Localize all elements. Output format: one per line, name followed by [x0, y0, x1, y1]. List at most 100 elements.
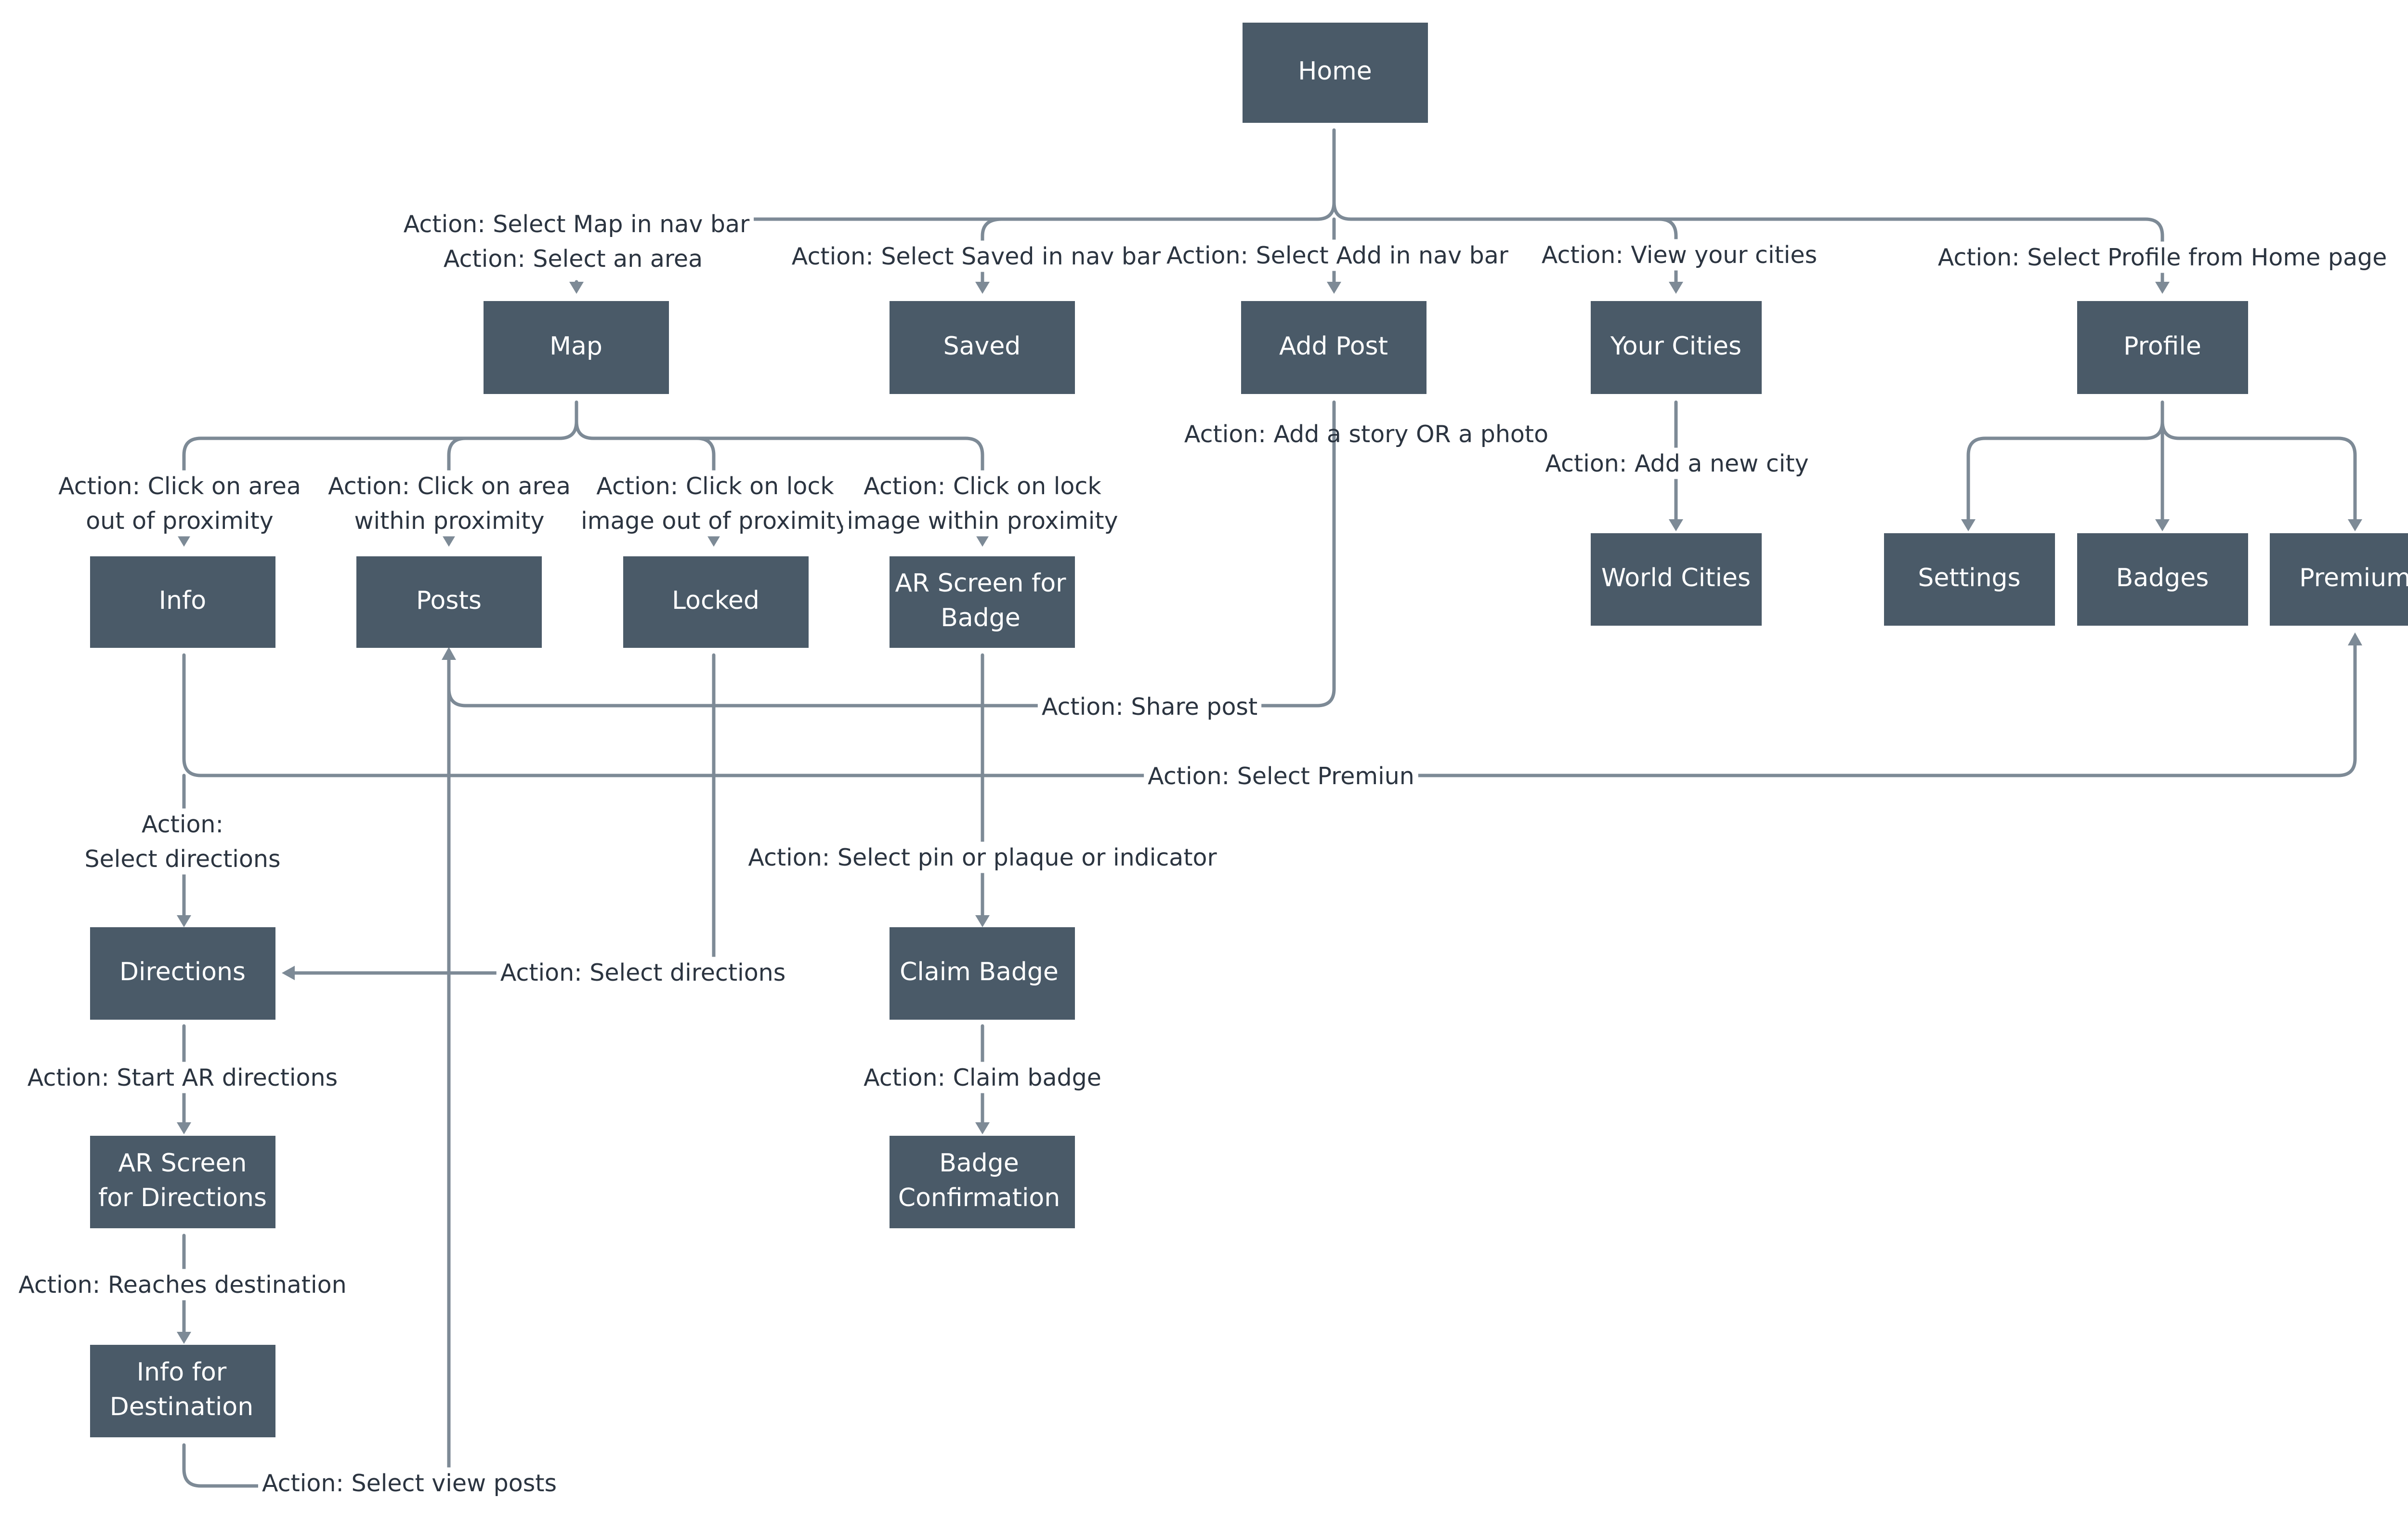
label-add-city: Action: Add a new city: [1545, 450, 1808, 477]
node-settings-box: [1884, 533, 2055, 626]
label-background: [80, 808, 285, 875]
node-home[interactable]: Home: [1243, 23, 1428, 123]
connector-map-trunk: [182, 400, 578, 537]
node-saved[interactable]: Saved: [890, 301, 1075, 394]
text-line: image within proximity: [847, 507, 1118, 535]
text-line: Action: Reaches destination: [18, 1271, 346, 1299]
label-background: [439, 243, 707, 275]
text-line: Action: View your cities: [1542, 241, 1817, 269]
node-premium-text: Premium: [2299, 564, 2408, 592]
node-add-post-text: Add Post: [1279, 332, 1388, 361]
node-directions[interactable]: Directions: [90, 927, 275, 1020]
node-locked[interactable]: Locked: [623, 556, 809, 648]
node-ar-badge-box: [890, 556, 1075, 648]
node-premium[interactable]: Premium: [2270, 533, 2408, 626]
label-select-map-nav: Action: Select Map in nav bar: [404, 210, 750, 238]
node-profile-text: Profile: [2123, 332, 2201, 361]
node-add-post-box: [1241, 301, 1426, 394]
label-background: [1163, 239, 1513, 271]
connector-map-posts: [447, 436, 468, 537]
node-home-box: [1243, 23, 1428, 123]
connector-profile-premium: [2160, 420, 2357, 525]
node-map[interactable]: Map: [484, 301, 669, 394]
label-start-ar: Action: Start AR directions: [27, 1064, 338, 1091]
label-background: [843, 470, 1122, 537]
arrowhead-premium-down: [2348, 519, 2362, 531]
text-line: Action: Start AR directions: [27, 1064, 338, 1091]
text-line: out of proximity: [86, 507, 273, 535]
text-line: Add Post: [1279, 332, 1388, 361]
label-background: [14, 1269, 351, 1301]
text-line: Action: Select Add in nav bar: [1166, 242, 1509, 269]
text-line: Action: Add a new city: [1545, 450, 1808, 477]
text-line: Premium: [2299, 564, 2408, 592]
label-background: [258, 1467, 561, 1499]
node-directions-text: Directions: [119, 958, 246, 986]
text-line: Info for: [137, 1358, 227, 1387]
label-add-story: Action: Add a story OR a photo: [1184, 420, 1548, 448]
node-saved-text: Saved: [943, 332, 1021, 361]
arrowhead-posts-up: [442, 647, 456, 660]
text-line: Confirmation: [898, 1183, 1060, 1212]
label-select-premium: Action: Select Premiun: [1148, 762, 1414, 790]
node-badges-text: Badges: [2116, 564, 2209, 592]
node-badges[interactable]: Badges: [2077, 533, 2248, 626]
text-line: Badge: [941, 604, 1021, 632]
node-your-cities-text: Your Cities: [1610, 332, 1741, 361]
text-line: Locked: [672, 586, 759, 615]
connector-home-saved: [981, 217, 1004, 286]
arrowhead-premium-up: [2348, 632, 2362, 645]
node-premium-box: [2270, 533, 2408, 626]
text-line: Info: [159, 586, 206, 615]
label-view-posts: Action: Select view posts: [262, 1470, 557, 1497]
label-claim-badge-action: Action: Claim badge: [864, 1064, 1101, 1091]
node-settings-text: Settings: [1918, 564, 2020, 592]
label-background: [1541, 447, 1813, 479]
arrowhead-destination: [177, 1332, 191, 1344]
node-profile-box: [2077, 301, 2248, 394]
text-line: AR Screen: [118, 1149, 247, 1178]
node-claim-badge-box: [890, 927, 1075, 1020]
text-line: Map: [550, 332, 602, 361]
text-line: Action: Share post: [1042, 693, 1257, 721]
node-world-cities[interactable]: World Cities: [1591, 533, 1762, 626]
node-info-box: [90, 556, 275, 648]
arrowhead-locked: [707, 535, 721, 547]
node-settings[interactable]: Settings: [1884, 533, 2055, 626]
arrowhead-info: [177, 535, 191, 547]
node-locked-text: Locked: [672, 586, 759, 615]
node-add-post[interactable]: Add Post: [1241, 301, 1426, 394]
text-line: Saved: [943, 332, 1021, 361]
arrowhead-yourcities: [1669, 282, 1683, 294]
node-posts[interactable]: Posts: [356, 556, 542, 648]
connector-profile-trunk: [1966, 400, 2164, 525]
label-background: [496, 957, 790, 988]
node-info[interactable]: Info: [90, 556, 275, 648]
text-line: Claim Badge: [900, 958, 1059, 986]
text-line: Action: Claim badge: [864, 1064, 1101, 1091]
edge-labels: Action: Select Map in nav bar Action: Se…: [14, 208, 2391, 1499]
text-line: Action: Select pin or plaque or indicato…: [748, 844, 1217, 871]
text-line: image out of proximity: [581, 507, 850, 535]
label-background: [1037, 691, 1262, 723]
arrowhead-claimbadge: [975, 915, 990, 927]
node-claim-badge[interactable]: Claim Badge: [890, 927, 1075, 1020]
node-map-text: Map: [550, 332, 602, 361]
node-profile[interactable]: Profile: [2077, 301, 2248, 394]
label-background: [1144, 760, 1418, 792]
arrowhead-profile: [2155, 282, 2170, 294]
node-your-cities[interactable]: Your Cities: [1591, 301, 1762, 394]
text-line: Profile: [2123, 332, 2201, 361]
text-line: Action: Select view posts: [262, 1470, 557, 1497]
connector-home-bus-right: [1332, 200, 2164, 286]
node-claim-badge-text: Claim Badge: [900, 958, 1059, 986]
node-saved-box: [890, 301, 1075, 394]
arrowhead-directions-left: [282, 966, 295, 980]
